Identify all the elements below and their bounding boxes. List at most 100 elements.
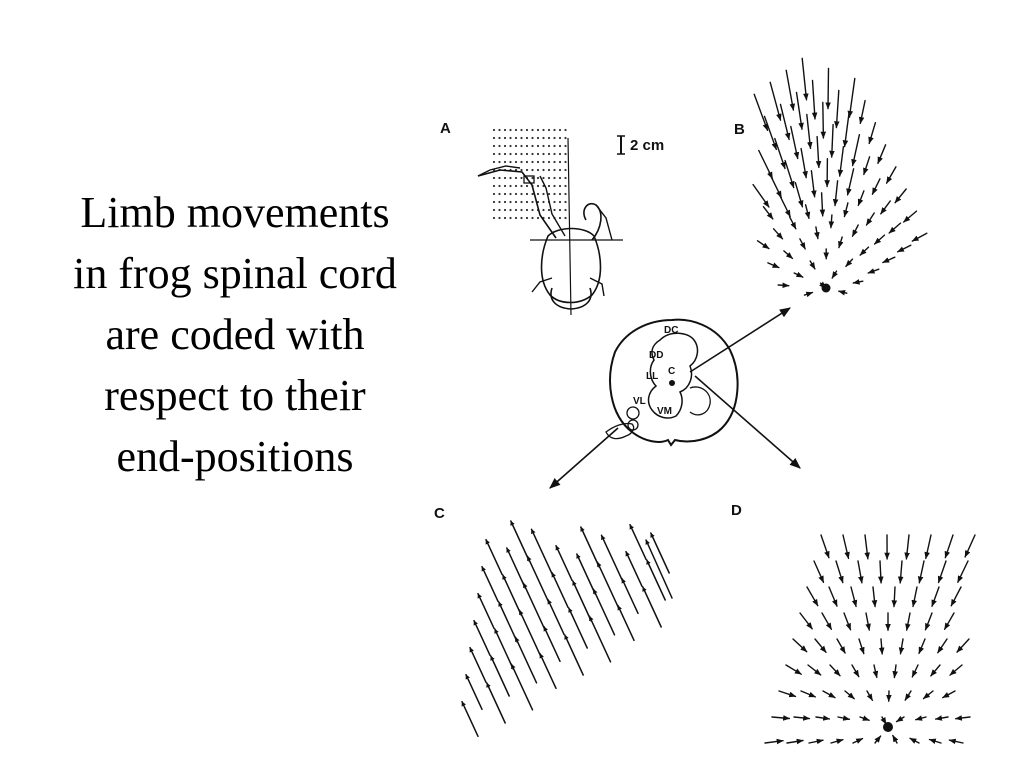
- stimulus-dot: [531, 176, 534, 180]
- stimulus-dot: [509, 144, 512, 148]
- stimulus-dot: [503, 160, 507, 164]
- field-vector: [778, 690, 797, 698]
- field-vector: [911, 664, 919, 678]
- stimulus-dot: [536, 128, 540, 132]
- field-vector: [804, 204, 811, 220]
- stimulus-dot: [553, 152, 556, 156]
- stimulus-dot: [564, 208, 567, 212]
- stimulus-dot: [509, 152, 512, 156]
- field-vector: [551, 571, 569, 609]
- field-vector: [803, 291, 814, 298]
- field-vector: [843, 612, 852, 631]
- field-vector: [526, 555, 550, 603]
- stimulus-grid: [492, 128, 567, 220]
- stimulus-dot: [498, 152, 501, 156]
- field-vector: [785, 69, 796, 111]
- field-vector: [915, 715, 927, 721]
- stimulus-dot: [542, 208, 545, 212]
- field-vector: [808, 738, 824, 745]
- field-vector: [911, 232, 928, 242]
- stimulus-dot: [564, 216, 567, 220]
- field-vector: [788, 216, 797, 230]
- field-vector: [924, 612, 933, 631]
- field-vector: [774, 137, 786, 170]
- stimulus-dot: [547, 136, 551, 140]
- field-vector: [485, 538, 503, 576]
- field-vector: [835, 560, 844, 584]
- field-vector: [903, 210, 918, 223]
- field-vector: [943, 612, 955, 630]
- field-vector: [847, 77, 856, 118]
- stimulus-dot: [558, 176, 562, 180]
- field-vector: [792, 638, 808, 653]
- field-vector: [510, 520, 530, 562]
- stimulus-dot: [531, 152, 534, 156]
- stimulus-dot: [564, 168, 567, 172]
- field-vector: [857, 560, 864, 584]
- field-vector: [894, 188, 907, 204]
- field-vector: [621, 577, 639, 615]
- field-vector: [867, 268, 880, 274]
- stimulus-dot: [536, 216, 540, 220]
- stimulus-dot: [525, 200, 529, 204]
- field-vector: [909, 737, 920, 744]
- stimulus-dot: [553, 200, 556, 204]
- stimulus-dot: [558, 128, 562, 132]
- field-vector: [956, 638, 970, 653]
- field-vector: [825, 67, 831, 110]
- frog-illustration: [477, 128, 623, 316]
- region-label-ll: LL: [646, 371, 658, 382]
- field-vector: [813, 560, 825, 583]
- stimulus-dot: [536, 144, 540, 148]
- field-vector: [576, 553, 596, 595]
- stimulus-dot: [492, 144, 496, 148]
- field-vector: [568, 607, 588, 649]
- stimulus-dot: [514, 208, 518, 212]
- stimulus-dot: [498, 192, 501, 196]
- field-vector: [596, 561, 620, 609]
- field-vector: [799, 238, 806, 250]
- stimulus-dot: [503, 144, 507, 148]
- stimulus-dot: [492, 152, 496, 156]
- scale-bar-label: 2 cm: [630, 137, 664, 154]
- stimulus-dot: [542, 168, 545, 172]
- stimulus-dot: [547, 168, 551, 172]
- field-vector: [928, 738, 942, 745]
- stimulus-dot: [509, 200, 512, 204]
- stimulus-dot: [520, 152, 523, 156]
- stimulus-dot: [547, 184, 551, 188]
- field-vector: [777, 282, 790, 289]
- field-vector: [819, 192, 826, 217]
- field-vector: [877, 560, 884, 584]
- field-vector: [955, 715, 971, 721]
- stimulus-dot: [509, 192, 512, 196]
- stimulus-dot: [498, 176, 501, 180]
- field-vector: [904, 534, 910, 560]
- stimulus-dot: [558, 136, 562, 140]
- field-vector: [859, 246, 870, 256]
- field-vector: [852, 737, 864, 744]
- field-vector: [905, 612, 911, 631]
- stimulus-dot: [553, 192, 556, 196]
- field-vector: [790, 125, 800, 160]
- field-vector: [820, 101, 827, 139]
- stimulus-dot: [520, 192, 523, 196]
- stimulus-dot: [558, 152, 562, 156]
- stimulus-dot: [564, 136, 567, 140]
- stimulus-dot: [542, 152, 545, 156]
- stimulus-dot: [547, 208, 551, 212]
- stimulus-dot: [558, 144, 562, 148]
- field-vector: [588, 615, 612, 663]
- stimulus-dot: [509, 136, 512, 140]
- field-vector: [498, 601, 518, 643]
- stimulus-dot: [514, 160, 518, 164]
- stimulus-dot: [498, 200, 501, 204]
- stimulus-dot: [520, 216, 523, 220]
- stimulus-dot: [547, 216, 551, 220]
- stimulus-dot: [492, 192, 496, 196]
- field-vector: [778, 193, 791, 218]
- field-vector: [873, 234, 886, 245]
- stimulus-dot: [531, 128, 534, 132]
- field-vector: [785, 664, 802, 675]
- field-vector: [828, 214, 835, 229]
